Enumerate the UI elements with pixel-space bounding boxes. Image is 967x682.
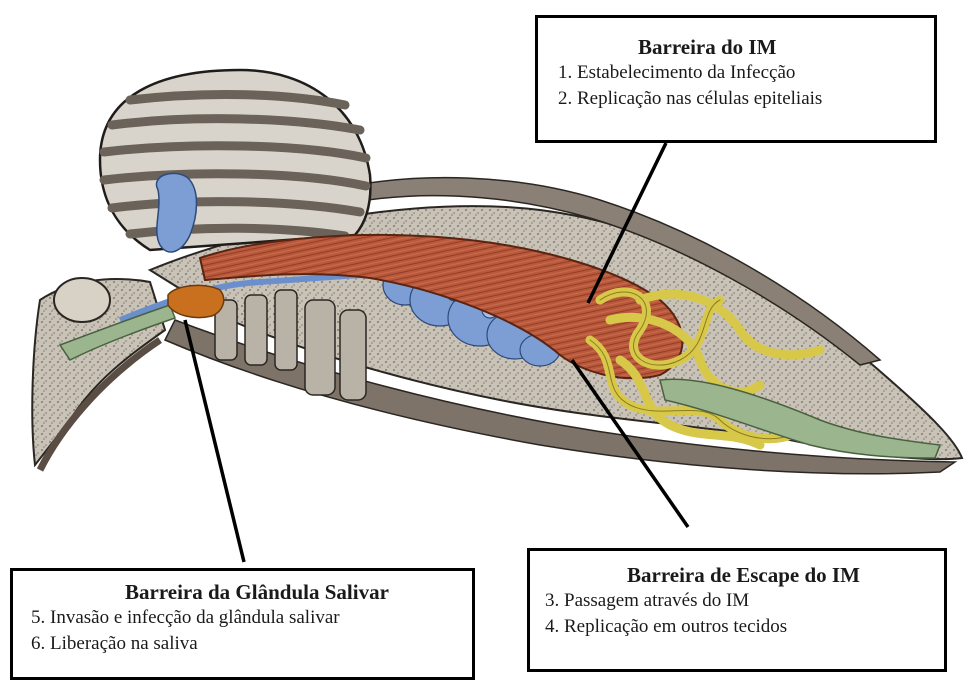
compound-eye — [54, 278, 110, 322]
salivary-gland-orange — [168, 285, 224, 317]
midgut-escape-step-4: 4. Replicação em outros tecidos — [545, 614, 944, 640]
midgut-barrier-step-2: 2. Replicação nas células epiteliais — [558, 86, 934, 112]
midgut-escape-barrier-box: Barreira de Escape do IM 3. Passagem atr… — [527, 548, 947, 672]
midgut-barrier-step-1: 1. Estabelecimento da Infecção — [558, 60, 934, 86]
salivary-gland-barrier-box: Barreira da Glândula Salivar 5. Invasão … — [10, 568, 475, 680]
midgut-escape-barrier-title: Barreira de Escape do IM — [545, 562, 944, 588]
salivary-gland-step-5: 5. Invasão e infecção da glândula saliva… — [31, 605, 472, 631]
salivary-gland-barrier-title: Barreira da Glândula Salivar — [31, 579, 472, 605]
salivary-gland-step-6: 6. Liberação na saliva — [31, 631, 472, 657]
midgut-escape-step-3: 3. Passagem através do IM — [545, 588, 944, 614]
midgut-barrier-title: Barreira do IM — [558, 34, 934, 60]
midgut-barrier-box: Barreira do IM 1. Estabelecimento da Inf… — [535, 15, 937, 143]
